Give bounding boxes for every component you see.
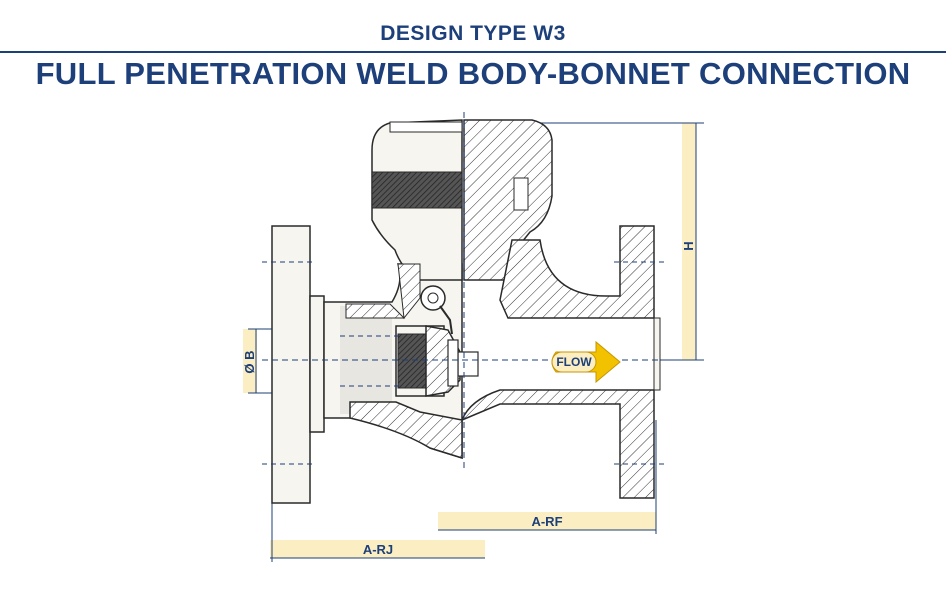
- page-title: FULL PENETRATION WELD BODY-BONNET CONNEC…: [35, 56, 911, 91]
- bonnet-left-half: [371, 119, 463, 281]
- bonnet-section: [463, 119, 553, 281]
- dimension-label-bore: Ø B: [242, 350, 257, 373]
- valve-body-section: [345, 225, 655, 499]
- disc-nut: [457, 351, 479, 377]
- a-rf-dimension-band: [438, 512, 656, 530]
- bore-dimension-band: [243, 329, 257, 393]
- left-flange: [271, 225, 325, 504]
- a-rj-dimension-band: [270, 540, 485, 558]
- flow-arrow: FLOW: [551, 340, 621, 384]
- h-dimension-band: [682, 123, 696, 360]
- right-flange: [653, 317, 661, 391]
- dimension-bands: [243, 123, 696, 558]
- header-divider: [0, 51, 946, 53]
- dimension-label-a-rf: A-RF: [531, 514, 562, 529]
- check-disc-assembly: [395, 285, 479, 397]
- flow-label: FLOW: [556, 355, 592, 369]
- dimension-label-a-rj: A-RJ: [363, 542, 393, 557]
- design-type-subtitle: DESIGN TYPE W3: [380, 22, 566, 45]
- dimension-label-h: H: [681, 241, 696, 250]
- flange-centerlines: [262, 261, 668, 465]
